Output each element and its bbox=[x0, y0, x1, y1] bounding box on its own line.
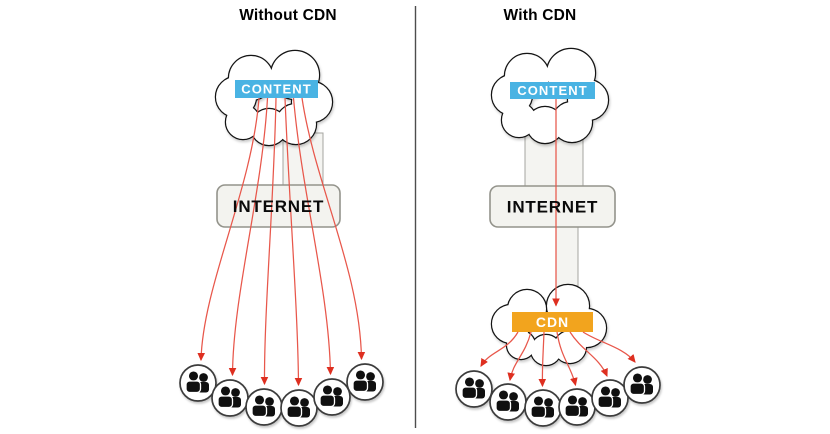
user-group-icon bbox=[280, 389, 318, 427]
internet-to-cdn-pipe bbox=[555, 225, 579, 291]
internet-box-label: INTERNET bbox=[507, 198, 598, 217]
user-group-icon bbox=[313, 378, 351, 416]
panel-without-cdn: Without CDN CONTENT INTERNET bbox=[179, 7, 384, 427]
cdn-box bbox=[512, 312, 593, 332]
red-fan-line bbox=[569, 331, 608, 378]
user-group-icon bbox=[489, 383, 527, 421]
red-fan-line bbox=[292, 97, 335, 376]
panel-title: Without CDN bbox=[239, 7, 337, 24]
cdn-box-label: CDN bbox=[536, 314, 569, 330]
panel-with-cdn: With CDN CONTENT INTERNET CDN bbox=[455, 7, 661, 427]
internet-box-label: INTERNET bbox=[233, 197, 324, 216]
red-fan-line bbox=[582, 331, 636, 363]
red-fan-line bbox=[507, 331, 532, 382]
user-group-icon bbox=[455, 370, 493, 408]
user-group-icon bbox=[346, 363, 384, 401]
red-fan-line bbox=[556, 331, 578, 387]
red-fan-line bbox=[228, 97, 269, 377]
user-group-icon bbox=[623, 366, 661, 404]
internet-box bbox=[216, 184, 341, 228]
cdn-to-users-lines bbox=[480, 331, 636, 388]
red-fan-line bbox=[284, 97, 303, 387]
user-groups-row bbox=[455, 366, 661, 427]
red-fan-line bbox=[301, 97, 366, 361]
user-group-icon bbox=[211, 379, 249, 417]
red-fan-line bbox=[538, 331, 547, 388]
internet-box bbox=[489, 185, 616, 228]
content-box-label: CONTENT bbox=[241, 82, 312, 97]
content-box bbox=[235, 80, 318, 98]
user-group-icon bbox=[524, 389, 562, 427]
user-group-icon bbox=[245, 388, 283, 426]
content-box bbox=[510, 82, 595, 99]
panel-title: With CDN bbox=[504, 7, 577, 24]
content-box-label: CONTENT bbox=[517, 83, 588, 98]
user-group-icon bbox=[591, 379, 629, 417]
user-group-icon bbox=[179, 364, 217, 402]
red-fan-line bbox=[260, 97, 277, 386]
user-groups-row bbox=[179, 363, 384, 427]
red-fan-line bbox=[480, 331, 519, 367]
content-to-users-lines bbox=[197, 97, 366, 387]
user-group-icon bbox=[558, 388, 596, 426]
red-fan-line bbox=[197, 97, 260, 362]
